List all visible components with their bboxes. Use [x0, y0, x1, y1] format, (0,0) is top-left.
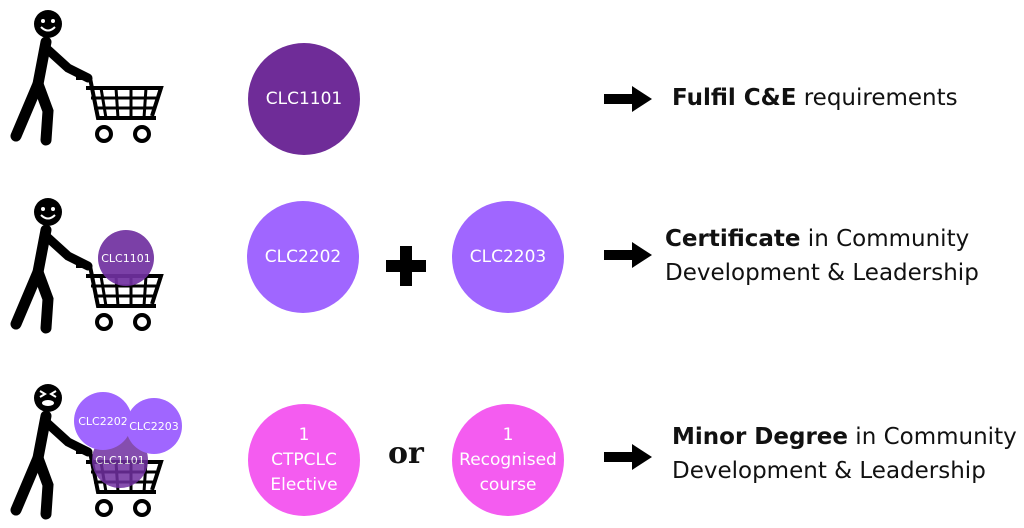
course-label: CLC1101 [265, 88, 343, 109]
course-circle-clc1101: CLC1101 [248, 43, 360, 155]
shopper-happy-icon [10, 10, 164, 146]
course-label: CLC2203 [469, 246, 547, 267]
result-text: Fulfil C&E requirements [672, 85, 958, 111]
right-arrow-icon [604, 242, 652, 268]
row-2: CLC1101 CLC2202 CLC2203 Certificate in C… [0, 170, 1024, 340]
course-circle-ctpclc-elective: 1 CTPCLC Elective [248, 404, 360, 516]
row-3: CLC1101 CLC2202 CLC2203 1 CTPCLC Electiv… [0, 340, 1024, 528]
cart-item-clc2202: CLC2202 [74, 392, 132, 450]
course-circle-clc2203: CLC2203 [452, 201, 564, 313]
row-1: CLC1101 Fulfil C&E requirements [0, 0, 1024, 170]
right-arrow-icon [604, 86, 652, 112]
plus-icon [386, 246, 426, 286]
cart-item-clc2203: CLC2203 [126, 398, 182, 454]
or-connector: or [388, 436, 424, 471]
course-circle-recognised-course: 1 Recognised course [452, 404, 564, 516]
cart-item-clc1101: CLC1101 [98, 230, 154, 286]
shopper-stressed-icon [10, 384, 164, 520]
result-text: Minor Degree in Community Development & … [672, 424, 1017, 484]
course-label: CLC2202 [264, 246, 342, 267]
result-text: Certificate in Community Development & L… [665, 226, 979, 286]
course-circle-clc2202: CLC2202 [247, 201, 359, 313]
right-arrow-icon [604, 444, 652, 470]
